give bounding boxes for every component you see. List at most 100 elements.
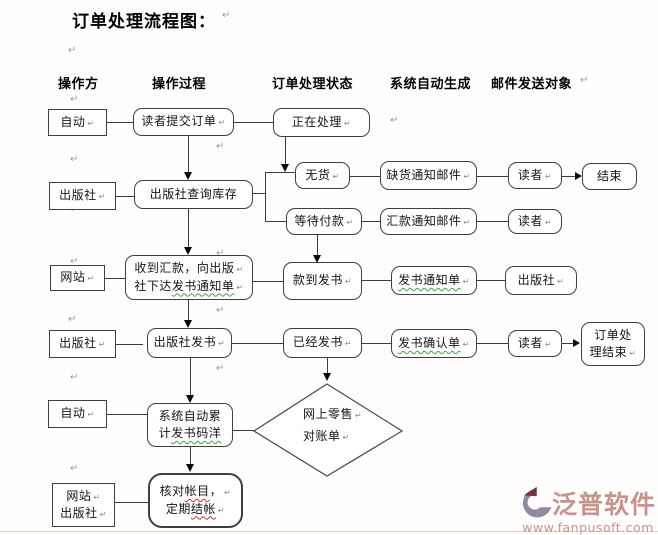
flow-node-end: 结束 (582, 163, 637, 190)
connector-line (115, 502, 148, 503)
paragraph-mark: ↵ (93, 492, 101, 502)
connector-line (265, 221, 286, 222)
paragraph-mark: ↵ (218, 339, 226, 349)
connector-line (190, 447, 191, 464)
paragraph-mark: ↵ (224, 488, 232, 498)
flow-node-auto-2: 自动↵ (48, 400, 107, 428)
flow-node-website-publisher: 网站↵ 出版社↵ (52, 483, 115, 527)
flow-node-publisher-ship: 出版社发书↵ (147, 328, 232, 358)
paragraph-mark: ↵ (462, 339, 470, 349)
paragraph-mark: ↵ (332, 171, 340, 181)
paragraph-mark: ↵ (216, 248, 225, 259)
connector-line (188, 209, 189, 247)
paragraph-mark: ↵ (70, 372, 79, 383)
arrowhead (313, 255, 321, 263)
watermark: 泛普软件 www.fanpusoft.com (518, 484, 658, 535)
flow-node-payment-received: 收到汇款，向出版↵ 社下达发书通知单↵ (125, 255, 253, 300)
decision-diamond-shape (252, 383, 404, 477)
paragraph-mark: ↵ (355, 411, 363, 420)
paragraph-mark: ↵ (580, 75, 589, 86)
flow-node-online-reconciliation: 网上零售↵ 对账单↵ (250, 378, 408, 482)
connector-line (477, 280, 505, 281)
paragraph-mark: ↵ (544, 217, 553, 227)
paragraph-mark: ↵ (99, 510, 107, 519)
connector-line (477, 343, 508, 344)
connector-line (477, 176, 508, 177)
connector-line (265, 172, 295, 173)
connector-line (327, 358, 328, 373)
flow-node-ship-confirm: 发书确认单↵ (391, 329, 477, 358)
column-header-auto-generated: 系统自动生成 (390, 77, 472, 92)
arrowhead (184, 247, 192, 255)
connector-line (477, 221, 508, 222)
connector-line (232, 343, 283, 344)
paragraph-mark: ↵ (70, 256, 79, 267)
arrowhead (281, 164, 289, 172)
paragraph-mark: ↵ (343, 118, 352, 128)
flow-node-website-1: 网站↵ (50, 265, 105, 291)
connector-line (562, 343, 574, 344)
paragraph-mark: ↵ (342, 433, 350, 442)
paragraph-mark: ↵ (462, 276, 470, 286)
arrowhead (184, 172, 192, 180)
paragraph-mark: ↵ (346, 217, 354, 227)
flow-node-shipped: 已经发书↵ (283, 328, 362, 358)
arrowhead (323, 373, 331, 381)
paragraph-mark: ↵ (98, 192, 106, 202)
paragraph-mark: ↵ (216, 305, 225, 316)
flow-node-processing: 正在处理↵ (273, 108, 370, 137)
flow-node-reader-1: 读者↵ (508, 162, 562, 189)
paragraph-mark: ↵ (70, 94, 79, 105)
flow-node-query-stock: 出版社查询库存 (134, 180, 253, 209)
flow-node-auto-1: 自动↵ (48, 109, 107, 136)
watermark-brand: 泛普软件 (552, 490, 657, 519)
paragraph-mark: ↵ (544, 339, 553, 349)
paragraph-mark: ↵ (87, 118, 95, 128)
connector-line (107, 414, 147, 415)
connector-line (234, 122, 273, 123)
flow-node-auto-accumulate: 系统自动累 计发书码洋 (147, 403, 233, 447)
arrowhead (573, 339, 580, 347)
flow-node-check-accounts: 核对帐目，↵ 定期结帐↵ (148, 473, 243, 528)
paragraph-mark: ↵ (463, 217, 471, 227)
flow-node-ship-on-payment: 款到发书↵ (283, 262, 362, 300)
connector-line (116, 196, 134, 197)
flow-node-oos-notice-mail: 缺货通知邮件↵ (380, 161, 477, 190)
connector-line (362, 221, 380, 222)
paragraph-mark: ↵ (87, 410, 95, 420)
flow-node-publisher-2: 出版社↵ (505, 266, 577, 295)
paragraph-mark: ↵ (390, 115, 399, 126)
flow-node-no-stock: 无货↵ (295, 162, 350, 189)
connector-line (233, 430, 254, 431)
column-header-operator: 操作方 (58, 77, 99, 92)
paragraph-mark: ↵ (344, 339, 353, 349)
connector-line (188, 300, 189, 320)
flow-node-remit-notice-mail: 汇款通知邮件↵ (380, 208, 477, 235)
paragraph-mark: ↵ (236, 265, 244, 275)
paragraph-mark: ↵ (87, 274, 95, 284)
paragraph-mark: ↵ (98, 340, 106, 350)
connector-line (317, 235, 318, 255)
connector-line (362, 343, 391, 344)
connector-line (188, 136, 189, 172)
paragraph-mark: ↵ (216, 141, 225, 152)
column-header-mail-recipient: 邮件发送对象 (491, 77, 573, 92)
column-header-order-status: 订单处理状态 (272, 77, 354, 92)
arrowhead (575, 172, 582, 180)
arrowhead (184, 320, 192, 328)
flow-node-reader-submit-order: 读者提交订单↵ (133, 108, 234, 136)
paragraph-mark: ↵ (70, 463, 79, 474)
flow-node-ship-notice: 发书通知单↵ (391, 266, 477, 295)
connector-line (362, 280, 391, 281)
paragraph-mark: ↵ (68, 45, 77, 56)
paragraph-mark: ↵ (70, 154, 79, 165)
watermark-url: www.fanpusoft.com (522, 520, 654, 535)
paragraph-mark: ↵ (216, 363, 225, 374)
flow-node-order-end: 订单处 理结束↵ (581, 322, 645, 366)
connector-line (105, 278, 125, 279)
connector-line (116, 344, 143, 345)
page-bottom-rule (0, 531, 658, 532)
paragraph-mark: ↵ (629, 349, 637, 358)
flow-node-reader-2: 读者↵ (508, 209, 562, 234)
